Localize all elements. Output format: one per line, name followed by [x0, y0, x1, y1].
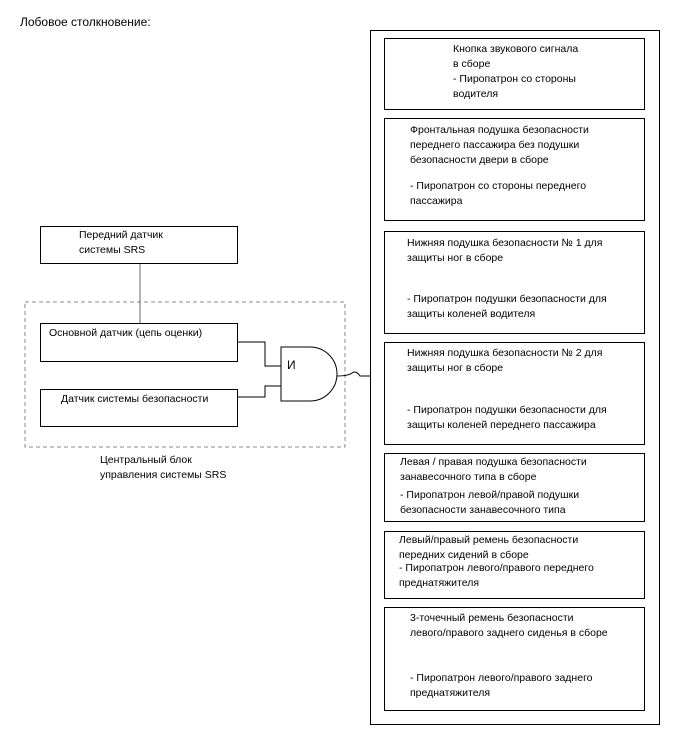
diagram-title: Лобовое столкновение:	[20, 15, 151, 29]
safety-sensor-box: Датчик системы безопасности	[40, 389, 238, 427]
ecu-dashed-frame	[24, 301, 346, 448]
output-box-front-belts: Левый/правый ремень безопасности передни…	[384, 531, 645, 599]
safety-sensor-label: Датчик системы безопасности	[61, 393, 209, 405]
output-box-horn: Кнопка звукового сигнала в сборе - Пироп…	[384, 38, 645, 110]
output-name: Левая / правая подушка безопасности зана…	[400, 456, 587, 483]
main-sensor-label: Основной датчик (цепь оценки)	[49, 327, 203, 339]
safety-sensor-wire	[237, 385, 281, 398]
main-sensor-wire	[237, 341, 281, 367]
and-output-wire	[336, 371, 370, 377]
output-detail: - Пиропатрон со стороны водителя	[453, 73, 576, 100]
output-name: Нижняя подушка безопасности № 1 для защи…	[407, 237, 603, 264]
output-box-curtain-airbag: Левая / правая подушка безопасности зана…	[384, 453, 645, 522]
output-box-knee-airbag-2: Нижняя подушка безопасности № 2 для защи…	[384, 342, 645, 445]
output-box-knee-airbag-1: Нижняя подушка безопасности № 1 для защи…	[384, 231, 645, 334]
and-gate-shape	[280, 346, 338, 402]
and-gate-label: И	[287, 358, 296, 372]
output-detail: - Пиропатрон подушки безопасности для за…	[407, 404, 607, 431]
ecu-label: Центральный блок управления системы SRS	[100, 454, 227, 481]
output-name: Нижняя подушка безопасности № 2 для защи…	[407, 347, 603, 374]
output-detail: - Пиропатрон подушки безопасности для за…	[407, 293, 607, 320]
output-box-rear-belts: 3-точечный ремень безопасности левого/пр…	[384, 607, 645, 711]
output-detail: - Пиропатрон левой/правой подушки безопа…	[400, 489, 580, 516]
main-sensor-box: Основной датчик (цепь оценки)	[40, 323, 238, 362]
output-name: 3-точечный ремень безопасности левого/пр…	[410, 612, 608, 639]
output-name: Кнопка звукового сигнала в сборе	[453, 43, 579, 70]
output-detail: - Пиропатрон со стороны переднего пассаж…	[410, 180, 587, 207]
output-name: Левый/правый ремень безопасности передни…	[399, 534, 579, 561]
front-sensor-box: Передний датчик системы SRS	[40, 226, 238, 264]
output-box-passenger-airbag: Фронтальная подушка безопасности передне…	[384, 118, 645, 221]
output-name: Фронтальная подушка безопасности передне…	[410, 124, 589, 166]
front-sensor-label: Передний датчик системы SRS	[79, 229, 163, 256]
output-detail: - Пиропатрон левого/правого заднего пред…	[410, 672, 593, 699]
output-detail: - Пиропатрон левого/правого переднего пр…	[399, 562, 594, 589]
